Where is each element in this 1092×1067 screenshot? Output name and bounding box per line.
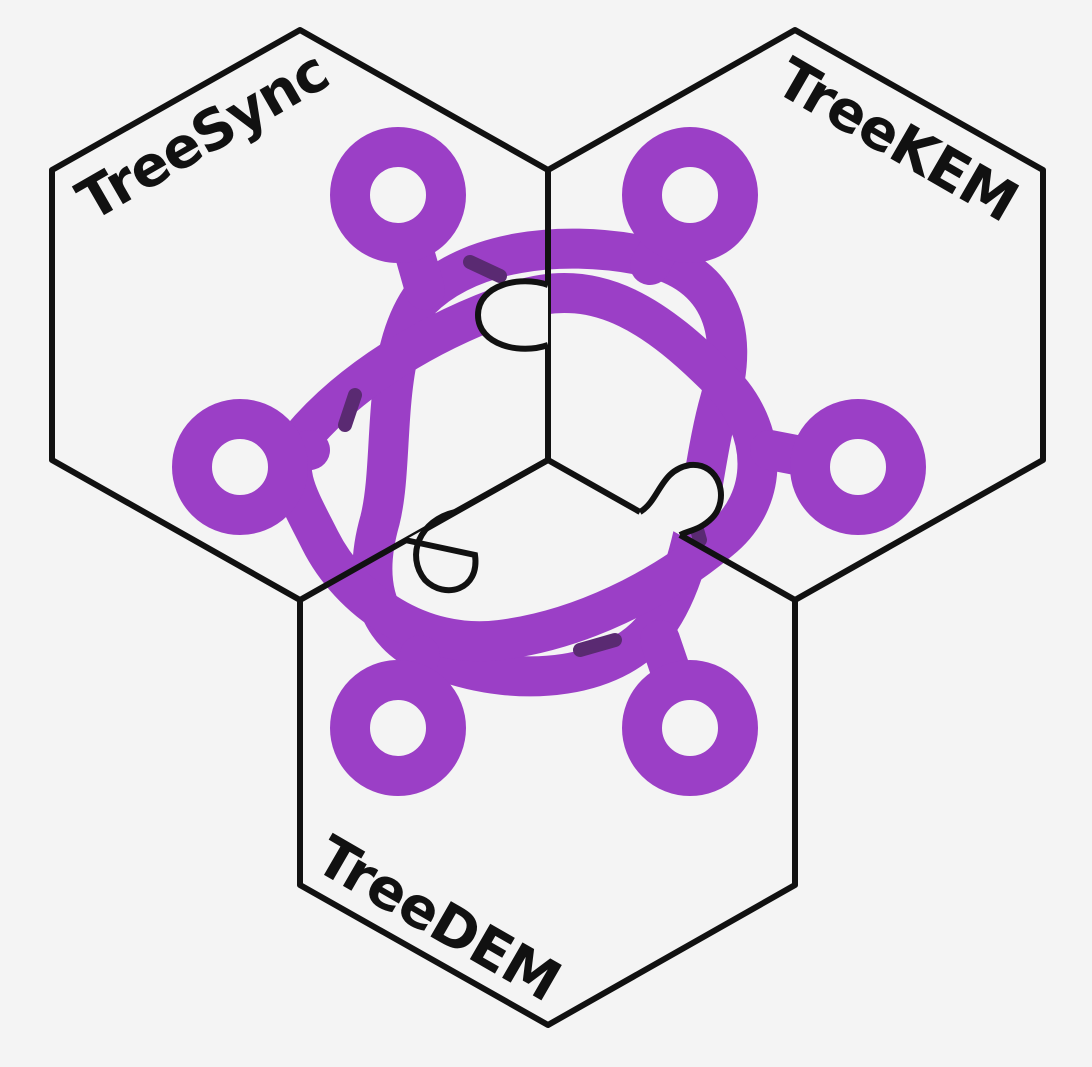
puzzle-knob-left xyxy=(404,509,479,594)
hexagon-treedem xyxy=(297,600,798,1028)
treedem-label: TreeDEM xyxy=(305,824,571,1015)
logo-node-top-right xyxy=(622,127,758,263)
puzzle-knob-top xyxy=(474,278,550,352)
logo-shadow-2 xyxy=(338,388,362,432)
logo-node-bottom-right xyxy=(622,660,758,796)
puzzle-knob-right xyxy=(638,461,724,538)
logo-shadow-1 xyxy=(463,255,507,283)
hexagon-treekem xyxy=(546,27,1046,603)
hex-edge-center-left xyxy=(453,457,550,515)
logo-node-top-left xyxy=(330,127,466,263)
logo-node-right xyxy=(790,399,926,535)
logo-node-left xyxy=(172,399,308,535)
hex-edge-center-right xyxy=(546,457,642,515)
logo-node-bottom-left xyxy=(330,660,466,796)
logo-shadow-4 xyxy=(573,633,622,657)
